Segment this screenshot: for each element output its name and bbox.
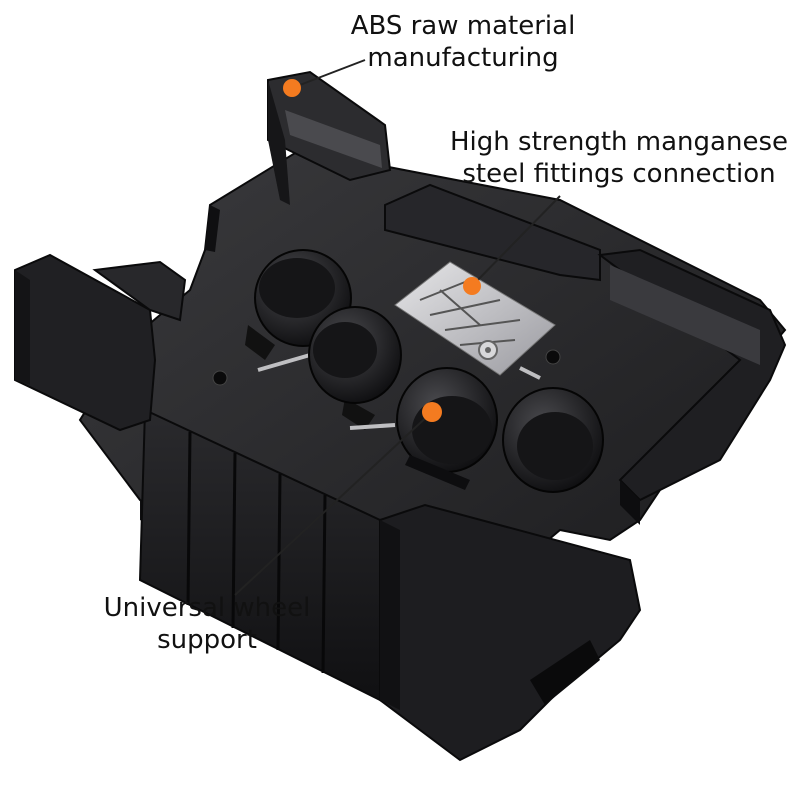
abs-callout-line-1: ABS raw material [350, 11, 576, 41]
caster-wheel [396, 367, 498, 490]
front-right-end-block [379, 503, 642, 762]
abs-marker-dot [283, 79, 301, 97]
steel-callout-line-1: High strength manganese [450, 127, 788, 157]
abs-material-callout: ABS raw material manufacturing [328, 10, 598, 74]
steel-marker-dot [463, 277, 481, 295]
abs-pointer-line [291, 59, 366, 89]
wheel-marker-dot [422, 402, 442, 422]
mounting-holes [212, 349, 561, 386]
caster-wheel [502, 366, 604, 493]
steel-fittings-callout: High strength manganese steel fittings c… [438, 126, 800, 190]
abs-callout-line-2: manufacturing [367, 43, 559, 73]
rear-left-upright [267, 70, 392, 205]
steel-callout-line-2: steel fittings connection [462, 159, 776, 189]
caster-wheel [308, 306, 402, 430]
wheel-callout-line-1: Universal wheel [103, 593, 311, 623]
rear-step [384, 183, 601, 282]
wheel-support-callout: Universal wheel support [72, 592, 342, 656]
steel-pointer-line [471, 195, 561, 287]
right-upright [597, 248, 787, 525]
wheel-pointer-line [234, 411, 433, 596]
front-side-panel [138, 408, 381, 702]
fittings-bag [394, 261, 556, 376]
left-end-block [14, 253, 187, 432]
wheel-callout-line-2: support [157, 625, 257, 655]
